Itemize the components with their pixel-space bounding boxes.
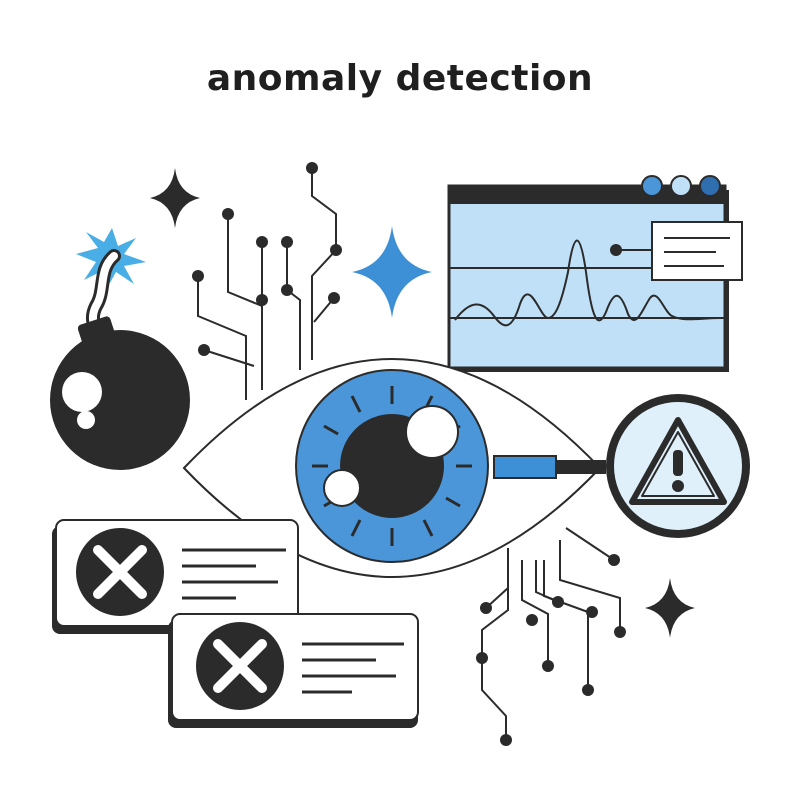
circuit-dots [192, 162, 342, 356]
error-card [168, 613, 419, 728]
chart-window-icon [447, 175, 743, 372]
circuit-lines-icon [197, 168, 337, 400]
error-x-icon [76, 528, 164, 616]
sparkle-icon [352, 226, 432, 318]
page-title: anomaly detection [206, 58, 594, 99]
circuit-dots [476, 554, 626, 746]
circuit-lines-icon [481, 527, 621, 740]
error-x-icon [196, 622, 284, 710]
sparkle-icon [150, 168, 200, 228]
sparkle-icon [645, 578, 695, 638]
error-card [52, 519, 299, 634]
bomb-icon [50, 228, 190, 470]
warning-icon [629, 417, 727, 505]
